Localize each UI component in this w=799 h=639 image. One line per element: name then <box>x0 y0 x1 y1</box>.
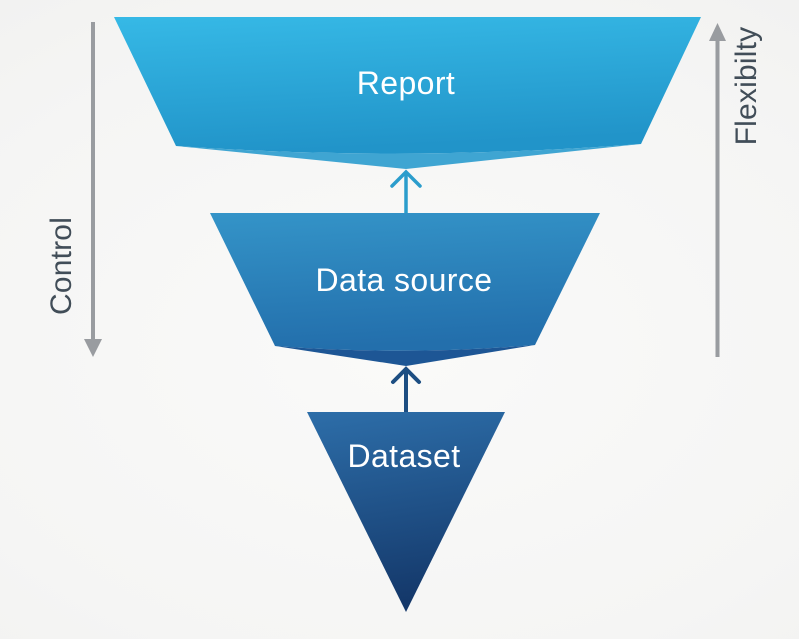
datasource-label: Data source <box>316 262 493 298</box>
report-label: Report <box>357 65 455 101</box>
report-shape <box>114 17 701 154</box>
arrow-head <box>391 366 421 384</box>
dataset-triangle <box>307 412 505 612</box>
arrow-dataset-to-datasource-icon <box>391 366 421 414</box>
flexibility-axis: Flexibilty <box>709 23 763 357</box>
report-fold-flap <box>176 144 641 169</box>
flexibility-arrow-up-icon <box>709 23 726 41</box>
control-arrow-down-icon <box>84 339 102 357</box>
datasource-fold-flap <box>275 345 535 366</box>
dataset-label: Dataset <box>347 438 460 474</box>
dataset-layer: Dataset <box>307 412 505 612</box>
control-axis-label: Control <box>45 217 78 315</box>
flexibility-axis-label: Flexibilty <box>730 27 763 146</box>
datasource-layer: Data source <box>210 213 600 366</box>
arrow-datasource-to-report-icon <box>390 169 422 216</box>
datasource-shape <box>210 213 600 351</box>
arrow-head <box>390 169 422 188</box>
control-axis: Control <box>45 22 102 357</box>
report-layer: Report <box>114 17 701 169</box>
